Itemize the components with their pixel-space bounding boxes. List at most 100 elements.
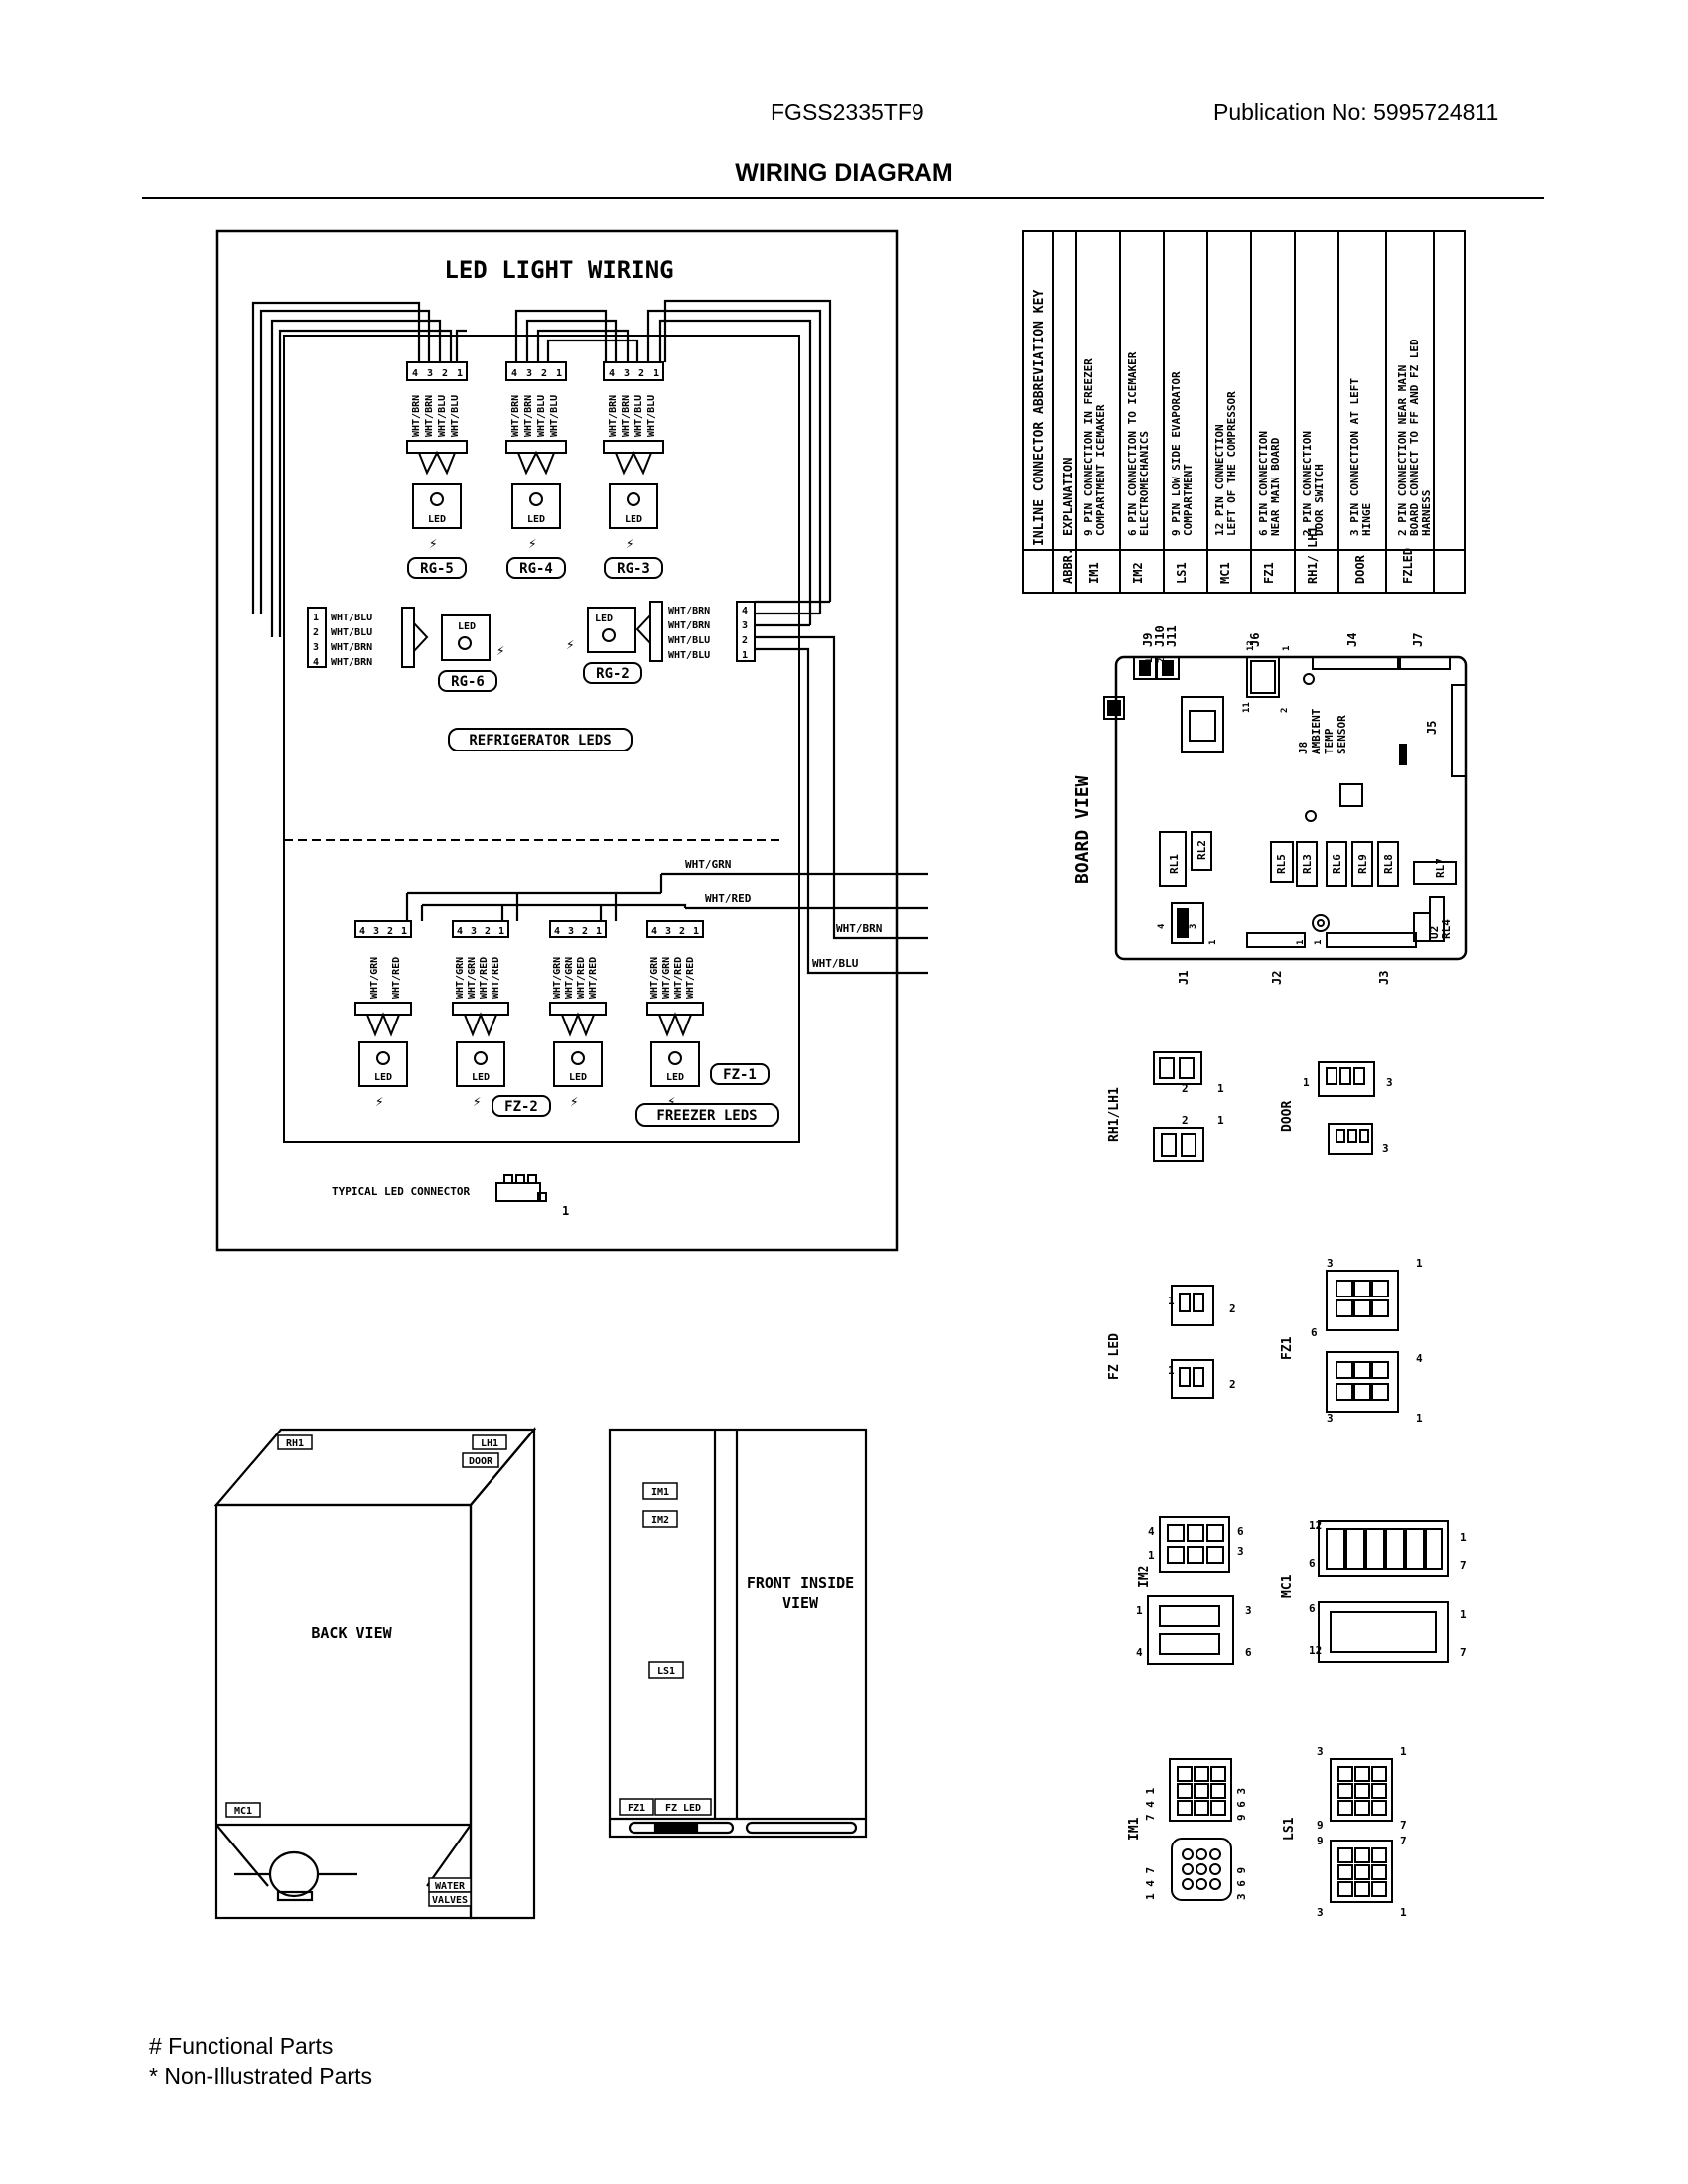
fz-led-label: LED [374, 1072, 392, 1083]
board-view: BOARD VIEW [1072, 625, 1468, 985]
connector-pin: 3 [1386, 1076, 1393, 1089]
rg-connector [406, 361, 468, 381]
abbrev-expl: 2 PIN CONNECTION NEAR MAIN [1396, 365, 1409, 536]
board-top-label: J11 [1165, 625, 1179, 647]
fz-led-label: LED [472, 1072, 490, 1083]
connector-label-im2: IM2 [1137, 1566, 1152, 1588]
rg-pin: 4 [412, 368, 418, 379]
im1-connectors [1169, 1758, 1232, 1901]
rg-2-tag: RG-2 [596, 666, 630, 682]
front-view-label-2: VIEW [782, 1594, 819, 1612]
fz1-connectors [1326, 1270, 1399, 1413]
fz-rays: ⚡ [375, 1094, 383, 1110]
rg-2-wire-label: WHT/BRN [668, 606, 710, 616]
rg-wire-label: WHT/BLU [437, 395, 448, 437]
back-view-label: BACK VIEW [311, 1624, 392, 1642]
fz-2-tag: FZ-2 [504, 1099, 538, 1115]
board-relay-label: RL9 [1356, 854, 1369, 874]
fz-pin: 4 [554, 926, 560, 937]
typical-connector-label: TYPICAL LED CONNECTOR [332, 1185, 470, 1198]
board-relay-label: U2 [1428, 926, 1441, 939]
abbrev-expl: 9 PIN CONNECTION IN FREEZER [1082, 358, 1095, 536]
connector-label-im1: IM1 [1127, 1817, 1142, 1841]
fz-wire-label: WHT/GRN [649, 957, 660, 999]
connector-label-fz1: FZ1 [1280, 1336, 1295, 1360]
publication-number: Publication No: 5995724811 [1213, 99, 1499, 125]
trunk-wires [405, 635, 928, 975]
rg-connector [505, 361, 567, 381]
abbrev-expl: HARNESS [1420, 490, 1433, 536]
rg-6-module: 1 2 3 4 WHT/BLU WHT/BLU WHT/BRN WHT/BRN … [307, 607, 504, 692]
footnote-functional: # Functional Parts [149, 2033, 334, 2059]
rg-2-led-label: LED [595, 614, 613, 624]
board-j8-label: J8 [1297, 742, 1310, 754]
rg-wire-label: WHT/BRN [608, 395, 619, 437]
rg-pin: 2 [638, 368, 644, 379]
connector-label-fz_led: FZ LED [1107, 1333, 1122, 1380]
fz-wire-label: WHT/GRN [661, 957, 672, 999]
fz-wire-label: WHT/RED [685, 957, 696, 999]
board-pin-mark: 12 [1246, 640, 1256, 651]
rg-2-led-dot [602, 628, 616, 642]
connector-pin: 3 [1382, 1142, 1389, 1155]
freezer-leds-label: FREEZER LEDS [656, 1108, 757, 1124]
rg-pin: 3 [624, 368, 630, 379]
fz-leads [561, 1012, 595, 1037]
rg-tag-box [407, 557, 467, 579]
board-pin-mark: 2 [1280, 708, 1290, 713]
rg-2-tag-box [583, 662, 642, 684]
connector-pin: 1 [1460, 1608, 1467, 1621]
rg-2-pin: 1 [742, 650, 748, 661]
back-view-tag-box [277, 1434, 313, 1450]
fz-wire-label: WHT/GRN [455, 957, 466, 999]
front-view-label-1: FRONT INSIDE [747, 1574, 854, 1592]
fz-wire-label: WHT/RED [391, 957, 402, 999]
rg-pin: 1 [556, 368, 562, 379]
abbrev-abbr: RH1/ LH1 [1306, 526, 1320, 584]
trunk-label-blu: WHT/BLU [812, 957, 859, 970]
connector-pin: 4 [1148, 1525, 1155, 1538]
board-relay-label: RL2 [1196, 840, 1208, 860]
rg-leads [615, 450, 652, 476]
fz-wire-label: WHT/GRN [467, 957, 478, 999]
connector-pin-group: 9 6 3 [1235, 1788, 1248, 1821]
model-number: FGSS2335TF9 [771, 99, 924, 125]
board-relay-label: RL8 [1382, 854, 1395, 874]
connector-pin: 1 [1168, 1364, 1175, 1377]
fz-wire-label: WHT/RED [576, 957, 587, 999]
rg-wire-label: WHT/BLU [536, 395, 547, 437]
abbrev-expl: 9 PIN LOW SIDE EVAPORATOR [1170, 371, 1183, 536]
typical-connector-pin: 1 [562, 1204, 569, 1218]
rg-led-dot [627, 492, 640, 506]
fz-rays: ⚡ [570, 1094, 578, 1110]
abbrev-abbr: FZ1 [1262, 562, 1276, 584]
page-title: WIRING DIAGRAM [735, 159, 953, 187]
refrigerator-leds-label: REFRIGERATOR LEDS [469, 733, 611, 749]
connector-pin: 1 [1460, 1531, 1467, 1544]
connector-label-mc1: MC1 [1280, 1574, 1295, 1598]
connector-label-rh1_lh1: RH1/LH1 [1107, 1087, 1122, 1142]
freezer-leds-box [635, 1103, 779, 1127]
front-view-tag: FZ1 [628, 1803, 645, 1814]
rg-6-pin: 1 [313, 613, 319, 623]
rg-6-led-label: LED [458, 621, 476, 632]
rg-2-connector [736, 601, 756, 662]
board-bottom-label: J3 [1377, 971, 1391, 985]
abbrev-abbr: LS1 [1175, 562, 1189, 584]
rg-tag: RG-3 [617, 561, 650, 577]
abbrev-abbr: IM2 [1131, 562, 1145, 584]
abbrev-expl: LEFT OF THE COMPRESSOR [1225, 391, 1238, 536]
rg-wire-label: WHT/BRN [411, 395, 422, 437]
connector-pin: 2 [1229, 1302, 1236, 1315]
back-view-tag-box [428, 1891, 472, 1907]
rg-leads [418, 450, 456, 476]
board-pin-mark: 4 [1157, 923, 1167, 929]
rg-6-wire-label: WHT/BRN [331, 642, 372, 653]
rg-2-module: ⚡ LED WHT/BRN WHT/BRN WHT/BLU WHT/BLU 4 … [566, 601, 756, 684]
rg-2-leads [635, 614, 651, 644]
connector-pin: 3 [1327, 1412, 1334, 1425]
connector-pin: 4 [1136, 1646, 1143, 1659]
